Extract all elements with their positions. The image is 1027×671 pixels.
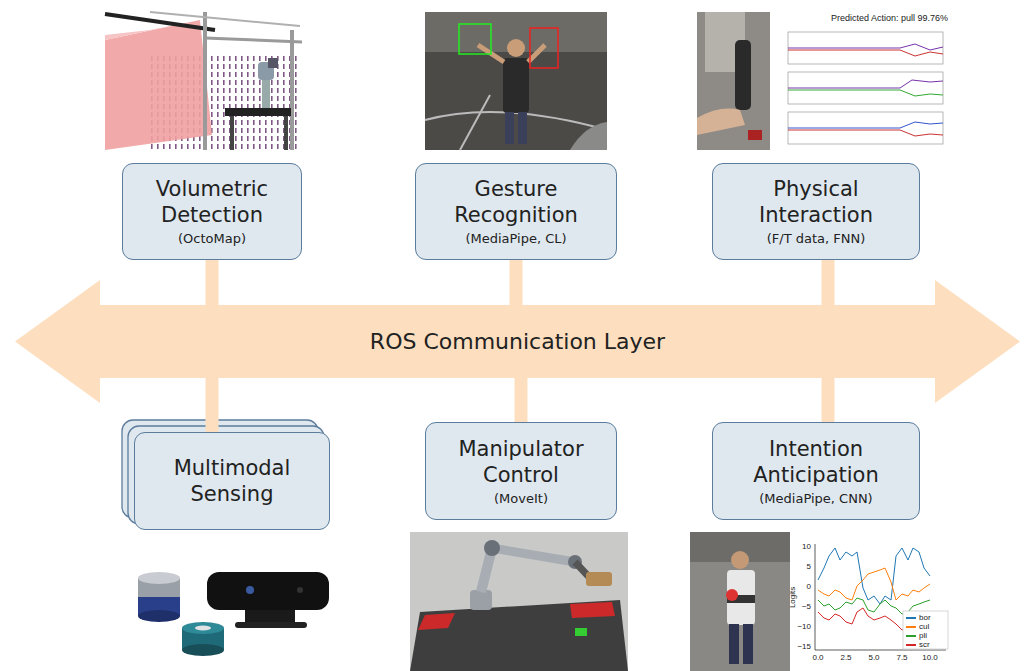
- component-box: Gesture Recognition (MediaPipe, CL): [415, 163, 617, 260]
- component-title: Intention Anticipation: [736, 436, 896, 488]
- legend-entry: scr: [906, 640, 930, 649]
- component-box: Manipulator Control (MoveIt): [425, 422, 617, 520]
- octomap-image: [105, 12, 302, 150]
- tick-label: 0.0: [806, 654, 830, 663]
- legend-line-sample: [906, 617, 916, 619]
- tick-label: 2.5: [834, 654, 858, 663]
- legend-line-sample: [906, 644, 916, 646]
- component-title: Gesture Recognition: [436, 176, 596, 228]
- link-bar: [515, 378, 528, 422]
- legend-line-sample: [906, 635, 916, 637]
- prediction-caption: Predicted Action: pull 99.76%: [800, 14, 948, 24]
- component-method: (MediaPipe, CL): [465, 230, 566, 247]
- legend-entry: pli: [906, 631, 927, 640]
- component-method: (MoveIt): [494, 490, 548, 507]
- link-bar: [206, 260, 219, 305]
- axis-title: Logits: [789, 582, 798, 612]
- component-method: (MediaPipe, CNN): [759, 490, 872, 507]
- ft-photo-and-plots: [697, 12, 950, 150]
- component-title: Volumetric Detection: [132, 176, 292, 228]
- robot-photo: [410, 532, 628, 671]
- component-method: (F/T data, FNN): [767, 230, 866, 247]
- sensor-pictures: [138, 572, 329, 656]
- component-title: ROS Communication Layer: [370, 329, 665, 355]
- legend-text: pli: [919, 631, 927, 640]
- gesture-photo: [425, 12, 607, 150]
- component-box: Intention Anticipation (MediaPipe, CNN): [712, 422, 920, 520]
- tick-label: 7.5: [890, 654, 914, 663]
- legend-text: cul: [919, 622, 929, 631]
- intention-photo-and-plot: [690, 532, 950, 671]
- tick-label: −15: [791, 643, 811, 652]
- tick-label: 5.0: [862, 654, 886, 663]
- legend-entry: cul: [906, 622, 929, 631]
- link-bar: [822, 378, 835, 422]
- link-bar: [822, 260, 835, 305]
- component-box: Multimodal Sensing: [134, 432, 330, 530]
- legend-entry: bor: [906, 613, 931, 622]
- tick-label: 10.0: [918, 654, 942, 663]
- communication-band: ROS Communication Layer: [100, 305, 935, 378]
- component-title: Physical Interaction: [736, 176, 896, 228]
- legend-text: bor: [919, 613, 931, 622]
- component-box: Physical Interaction (F/T data, FNN): [712, 163, 920, 260]
- tick-label: −10: [791, 623, 811, 632]
- component-title: Manipulator Control: [441, 436, 601, 488]
- link-bar: [206, 378, 219, 432]
- legend-line-sample: [906, 626, 916, 628]
- component-method: (OctoMap): [178, 230, 246, 247]
- component-box: Volumetric Detection (OctoMap): [122, 163, 302, 260]
- tick-label: 5: [791, 563, 811, 572]
- tick-label: 10: [791, 543, 811, 552]
- legend-text: scr: [919, 640, 930, 649]
- component-title: Multimodal Sensing: [152, 455, 312, 507]
- link-bar: [510, 260, 523, 305]
